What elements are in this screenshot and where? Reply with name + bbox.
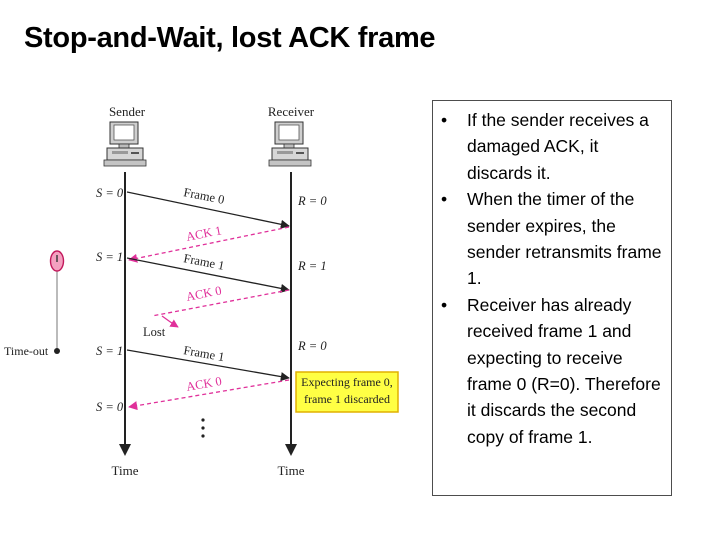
receiver-state-3: R = 0 (297, 339, 327, 353)
frame-0-arrow (126, 191, 290, 229)
sender-computer-icon (103, 121, 147, 167)
slide-title: Stop-and-Wait, lost ACK frame (24, 22, 436, 54)
frame-0-label: Frame 0 (182, 185, 225, 207)
frame-1-retransmit-arrow (126, 349, 290, 382)
lost-label: Lost (143, 325, 166, 339)
sender-state-3: S = 1 (96, 344, 123, 358)
note-item: • If the sender receives a damaged ACK, … (435, 107, 667, 186)
discard-note-line-1: Expecting frame 0, (301, 375, 393, 389)
receiver-state-1: R = 0 (297, 194, 327, 208)
frame-1-arrow (126, 257, 290, 293)
note-item: • Receiver has already received frame 1 … (435, 292, 667, 450)
continuation-dots (201, 418, 205, 438)
receiver-state-2: R = 1 (297, 259, 327, 273)
timer-clock-icon (49, 250, 65, 272)
bullet-icon: • (441, 294, 448, 315)
ack-0-second-label: ACK 0 (185, 374, 223, 394)
stop-and-wait-diagram: Sender Receiver Time Time S = 0 S = 1 S … (4, 104, 399, 478)
sender-label: Sender (109, 104, 146, 119)
receiver-computer-icon (268, 121, 312, 167)
notes-list: • If the sender receives a damaged ACK, … (435, 107, 667, 450)
ack-0-second-arrow (128, 379, 290, 411)
discard-note-line-2: frame 1 discarded (304, 392, 390, 406)
receiver-time-label: Time (278, 463, 305, 478)
timeout-dot (54, 348, 60, 354)
notes-box: • If the sender receives a damaged ACK, … (432, 100, 672, 496)
bullet-icon: • (441, 110, 448, 130)
receiver-timeline-arrowhead (285, 444, 297, 456)
note-text: Receiver has already received frame 1 an… (467, 294, 661, 447)
sender-timeline-arrowhead (119, 444, 131, 456)
receiver-label: Receiver (268, 104, 315, 119)
ack-1-arrow (128, 226, 290, 263)
lost-pointer-arrow (161, 315, 179, 328)
note-item: • When the timer of the sender expires, … (435, 186, 667, 292)
sender-state-1: S = 0 (96, 186, 124, 200)
sender-time-label: Time (112, 463, 139, 478)
bullet-icon: • (441, 189, 448, 210)
timeout-label: Time-out (4, 344, 49, 358)
note-text: If the sender receives a damaged ACK, it… (467, 110, 649, 183)
ack-0-lost-arrow (151, 289, 290, 317)
ack-1-label: ACK 1 (185, 223, 223, 244)
sender-state-4: S = 0 (96, 400, 124, 414)
ack-0-lost-label: ACK 0 (185, 283, 223, 304)
sender-state-2: S = 1 (96, 250, 123, 264)
note-text: When the timer of the sender expires, th… (467, 189, 662, 289)
discard-note-box (295, 371, 399, 413)
